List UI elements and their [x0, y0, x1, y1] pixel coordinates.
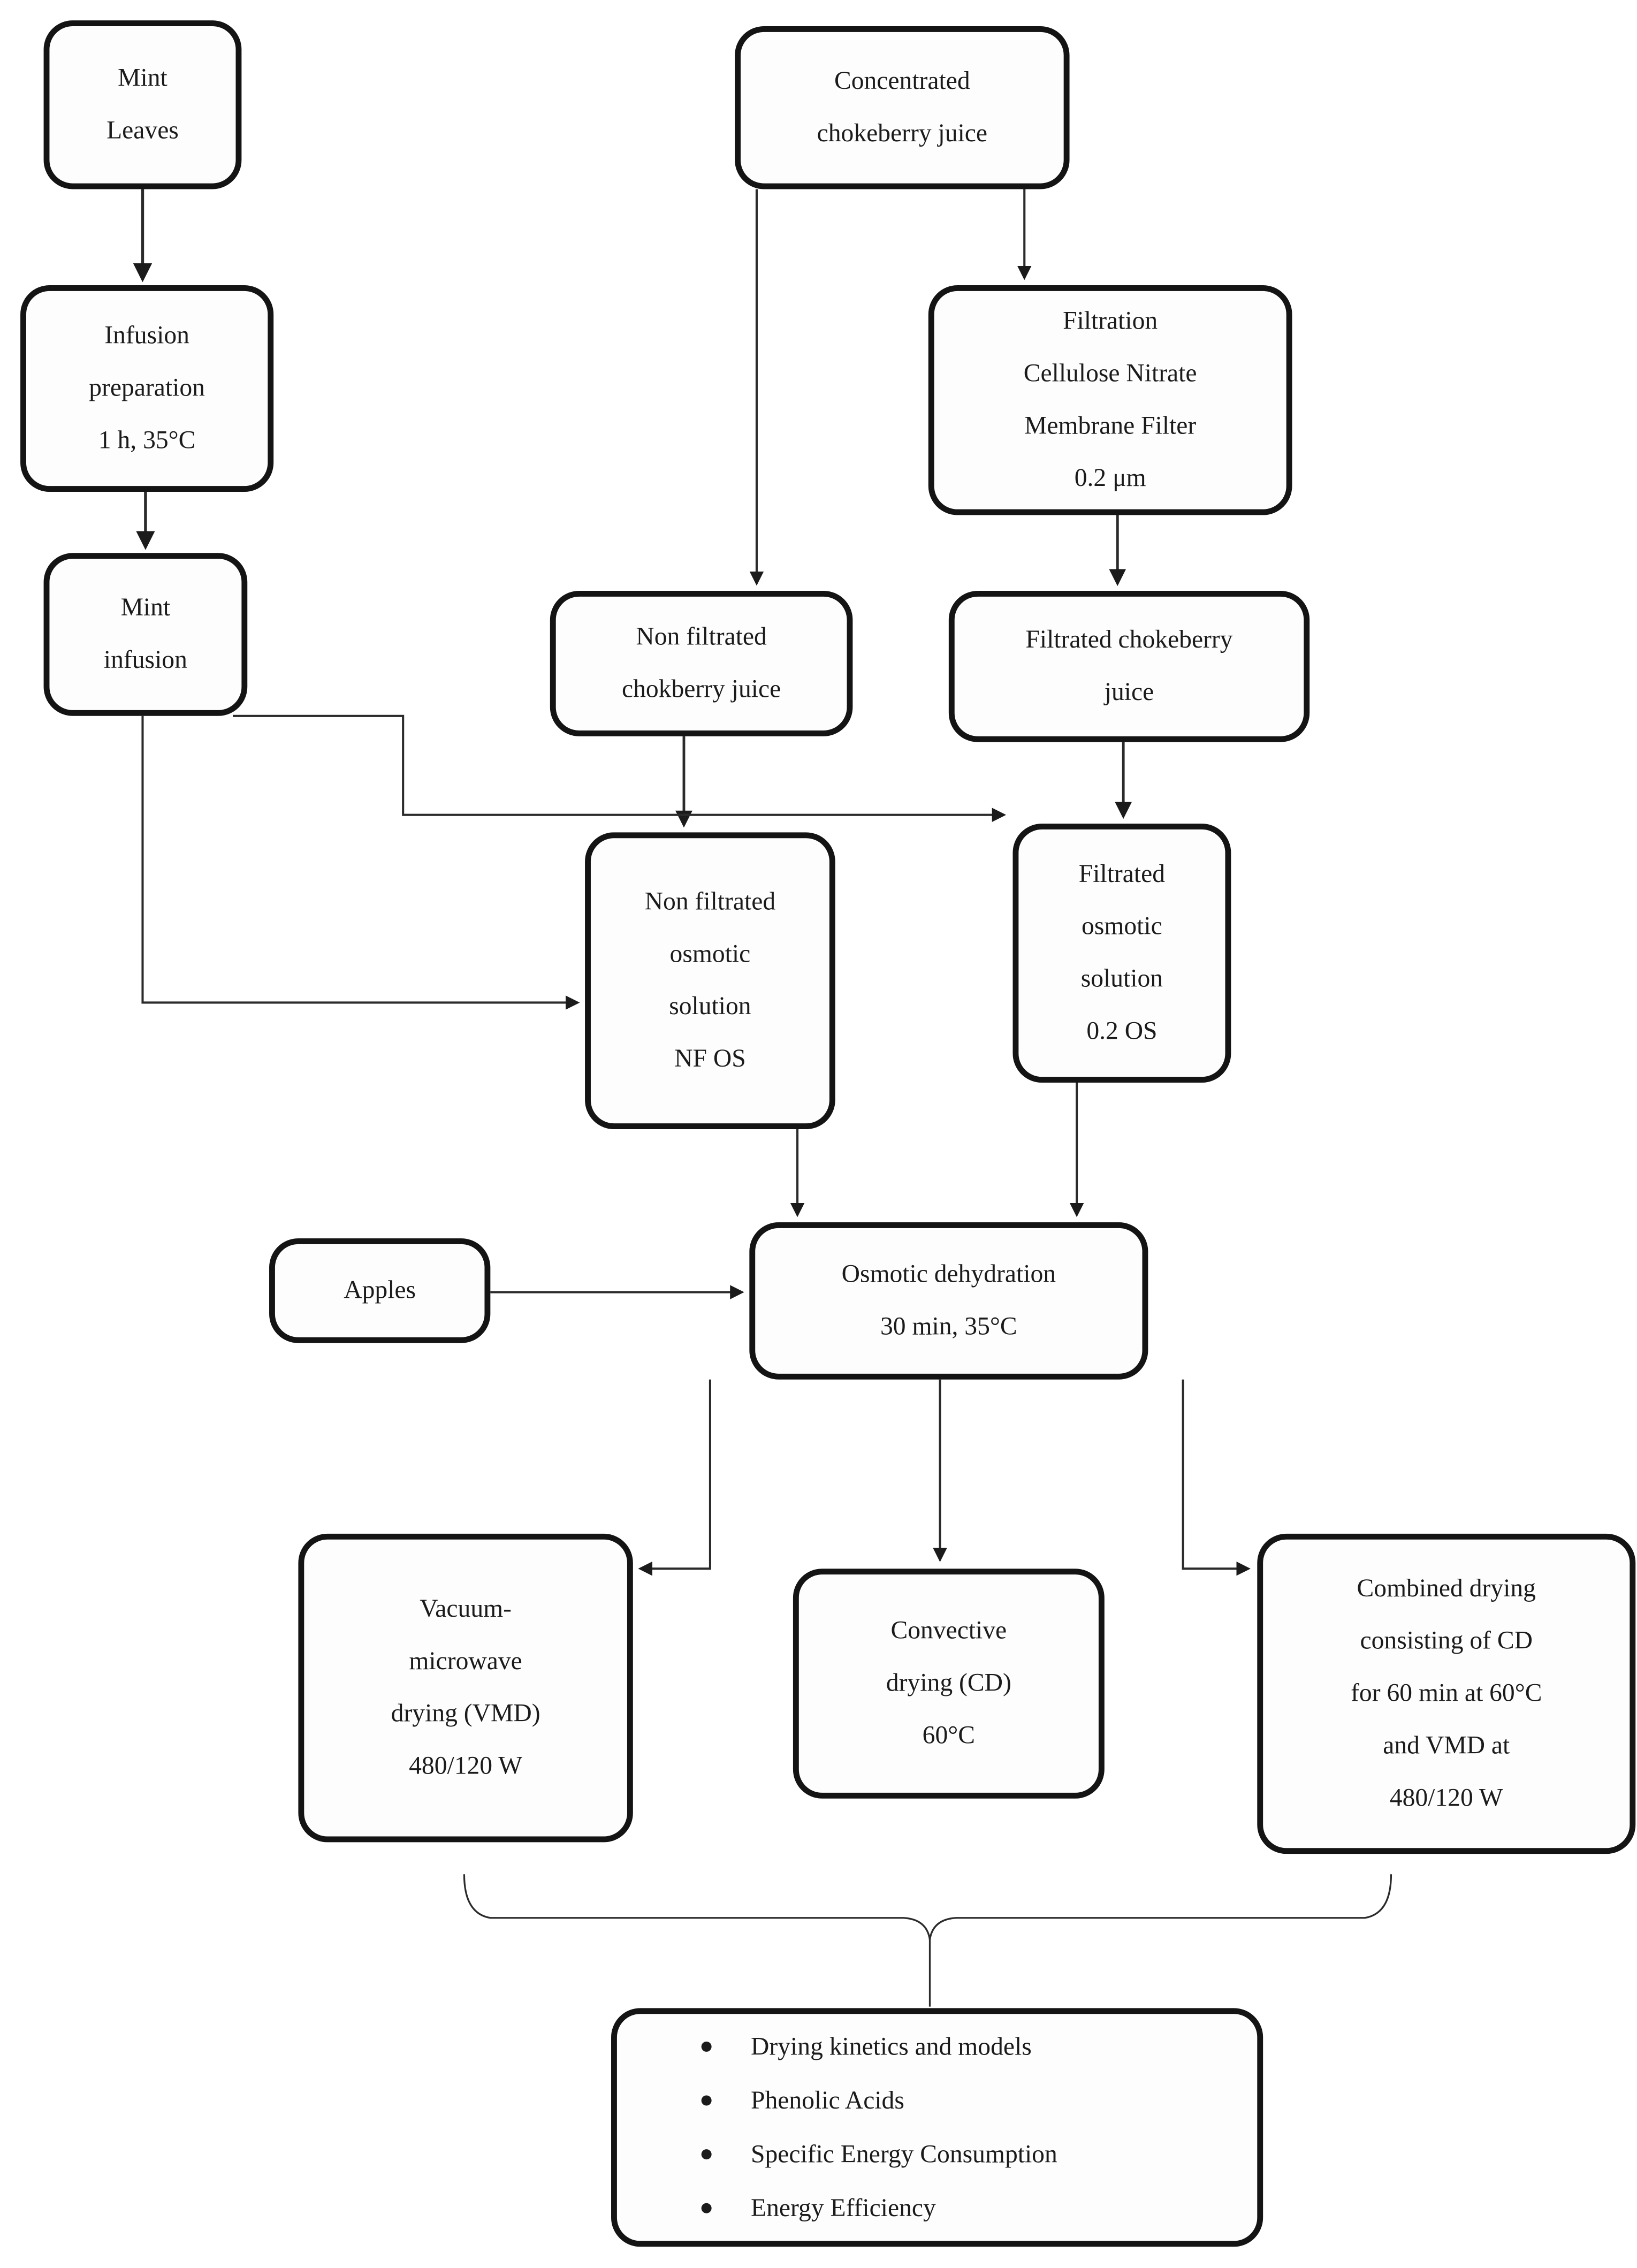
- list-item: Phenolic Acids: [701, 2074, 1057, 2128]
- node-text: Vacuum-: [420, 1594, 512, 1623]
- node-text: consisting of CD: [1360, 1625, 1533, 1655]
- bullet-icon: [701, 2041, 712, 2052]
- bullet-icon: [701, 2149, 712, 2160]
- node-text: solution: [1080, 963, 1163, 993]
- node-filtrated-juice: Filtrated chokeberry juice: [948, 590, 1310, 742]
- node-text: Filtrated chokeberry: [1025, 624, 1233, 654]
- node-text: osmotic: [669, 939, 751, 968]
- list-item: Specific Energy Consumption: [701, 2127, 1057, 2181]
- node-text: chokberry juice: [621, 673, 781, 703]
- node-concentrated-juice: Concentrated chokeberry juice: [735, 26, 1070, 189]
- node-text: Membrane Filter: [1024, 410, 1197, 440]
- node-text: osmotic: [1082, 911, 1162, 940]
- node-text: Leaves: [106, 115, 179, 144]
- list-item: Energy Efficiency: [701, 2181, 1057, 2235]
- node-text: solution: [669, 991, 751, 1021]
- node-text: Cellulose Nitrate: [1023, 358, 1197, 387]
- outcomes-list: Drying kinetics and models Phenolic Acid…: [701, 2020, 1057, 2235]
- node-non-filtrated-juice: Non filtrated chokberry juice: [550, 590, 853, 736]
- node-text: Apples: [344, 1275, 416, 1304]
- outcome-text: Drying kinetics and models: [751, 2030, 1032, 2060]
- arrow-osmotic-to-combined: [1182, 1379, 1251, 1576]
- brace-left: [463, 1874, 931, 1940]
- node-combined-drying: Combined drying consisting of CD for 60 …: [1257, 1533, 1636, 1854]
- node-text: Concentrated: [834, 65, 970, 95]
- node-text: preparation: [89, 372, 205, 402]
- node-text: for 60 min at 60°C: [1351, 1678, 1542, 1707]
- node-mint-infusion: Mint infusion: [43, 553, 248, 716]
- node-cd: Convective drying (CD) 60°C: [793, 1569, 1105, 1799]
- node-text: Non filtrated: [636, 621, 767, 651]
- node-text: Filtration: [1063, 306, 1158, 336]
- node-text: drying (CD): [886, 1668, 1011, 1697]
- node-text: 480/120 W: [409, 1750, 523, 1780]
- node-text: Combined drying: [1357, 1573, 1536, 1603]
- node-text: 30 min, 35°C: [880, 1311, 1017, 1341]
- node-osmotic-dehydration: Osmotic dehydration 30 min, 35°C: [749, 1222, 1148, 1380]
- outcome-text: Specific Energy Consumption: [751, 2138, 1057, 2168]
- node-text: Filtrated: [1078, 858, 1166, 888]
- node-apples: Apples: [269, 1238, 491, 1343]
- node-text: chokeberry juice: [817, 118, 988, 147]
- bullet-icon: [701, 2203, 712, 2213]
- node-vmd: Vacuum- microwave drying (VMD) 480/120 W: [298, 1533, 633, 1843]
- node-text: Mint: [118, 63, 167, 92]
- node-text: drying (VMD): [391, 1698, 540, 1727]
- node-text: Osmotic dehydration: [841, 1259, 1056, 1288]
- node-text: infusion: [103, 644, 187, 674]
- node-infusion-preparation: Infusion preparation 1 h, 35°C: [20, 285, 274, 492]
- node-text: 480/120 W: [1389, 1782, 1503, 1812]
- list-item: Drying kinetics and models: [701, 2020, 1057, 2074]
- node-mint-leaves: Mint Leaves: [43, 20, 242, 189]
- bullet-icon: [701, 2095, 712, 2106]
- node-text: and VMD at: [1383, 1730, 1510, 1760]
- node-text: Non filtrated: [644, 886, 776, 916]
- outcome-text: Phenolic Acids: [751, 2084, 904, 2114]
- brace-right: [928, 1874, 1392, 1940]
- node-text: juice: [1104, 676, 1154, 706]
- node-text: 60°C: [922, 1719, 976, 1749]
- node-text: NF OS: [674, 1043, 746, 1072]
- node-text: microwave: [409, 1646, 522, 1676]
- arrow-mint-infusion-to-nfos: [141, 716, 580, 1010]
- node-text: 0.2 μm: [1074, 462, 1146, 492]
- node-text: Convective: [890, 1615, 1007, 1645]
- node-os-02: Filtrated osmotic solution 0.2 OS: [1012, 824, 1231, 1083]
- node-text: 1 h, 35°C: [98, 424, 196, 454]
- node-outcomes: Drying kinetics and models Phenolic Acid…: [611, 2008, 1263, 2247]
- node-filtration: Filtration Cellulose Nitrate Membrane Fi…: [928, 285, 1292, 515]
- node-text: 0.2 OS: [1086, 1015, 1158, 1045]
- node-text: Mint: [120, 592, 171, 622]
- arrow-osmotic-to-vmd: [638, 1379, 711, 1576]
- node-text: Infusion: [104, 320, 189, 350]
- node-nf-os: Non filtrated osmotic solution NF OS: [585, 832, 835, 1130]
- outcome-text: Energy Efficiency: [751, 2192, 936, 2221]
